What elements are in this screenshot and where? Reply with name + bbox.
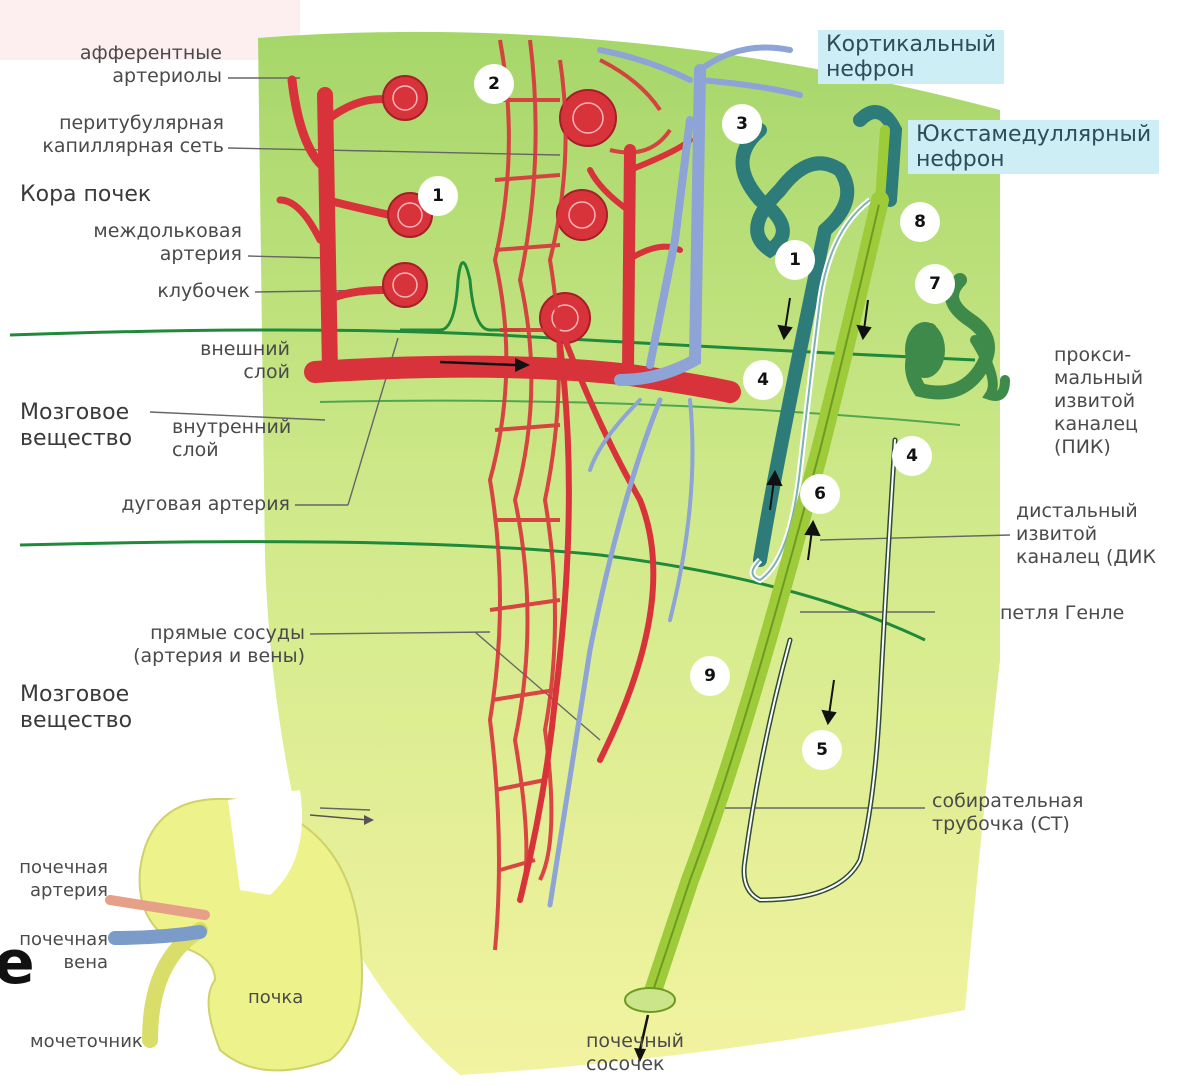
label-kidney: почка bbox=[248, 986, 303, 1009]
label-glomerulus: клубочек bbox=[100, 280, 250, 303]
label-afferent-arterioles: афферентные артериолы bbox=[40, 42, 222, 88]
marker-3: 3 bbox=[722, 104, 762, 144]
label-renal-cortex: Кора почек bbox=[20, 182, 151, 208]
label-collecting-duct: собирательная трубочка (СТ) bbox=[932, 790, 1083, 836]
label-ureter: мочеточник bbox=[30, 1030, 143, 1053]
marker-9: 9 bbox=[690, 656, 730, 696]
label-arcuate-artery: дуговая артерия bbox=[60, 493, 290, 516]
title-cortical-nephron: Кортикальный нефрон bbox=[818, 30, 1004, 84]
label-vasa-recta: прямые сосуды (артерия и вены) bbox=[80, 622, 305, 668]
label-renal-artery: почечная артерия bbox=[0, 856, 108, 902]
label-inner-layer: внутренний слой bbox=[172, 416, 291, 462]
papilla-stump bbox=[625, 988, 675, 1012]
marker-2: 2 bbox=[474, 64, 514, 104]
marker-6: 6 bbox=[800, 474, 840, 514]
label-outer-layer: внешний слой bbox=[140, 338, 290, 384]
label-renal-papilla: почечный сосочек bbox=[586, 1030, 684, 1076]
title-juxtamedullary-nephron: Юкстамедуллярный нефрон bbox=[908, 120, 1159, 174]
label-peritubular-network: перитубулярная капиллярная сеть bbox=[10, 112, 224, 158]
marker-7: 7 bbox=[915, 264, 955, 304]
label-medulla-1: Мозговое вещество bbox=[20, 400, 132, 452]
label-distal-tubule: дистальный извитой каналец (ДИК bbox=[1016, 500, 1156, 569]
juxtamedullary-capsule bbox=[905, 322, 945, 378]
label-interlobular-artery: междольковая артерия bbox=[40, 220, 242, 266]
marker-1-top: 1 bbox=[418, 176, 458, 216]
cut-letter: е bbox=[0, 928, 35, 998]
label-medulla-2: Мозговое вещество bbox=[20, 682, 132, 734]
marker-8: 8 bbox=[900, 202, 940, 242]
marker-1-right: 1 bbox=[775, 240, 815, 280]
marker-5: 5 bbox=[802, 730, 842, 770]
renal-vein-vessel bbox=[115, 932, 200, 938]
label-loop-of-henle: петля Генле bbox=[1000, 602, 1124, 625]
marker-4-right: 4 bbox=[892, 436, 932, 476]
marker-4-left: 4 bbox=[743, 360, 783, 400]
label-proximal-tubule: прокси- мальный извитой каналец (ПИК) bbox=[1054, 344, 1143, 459]
